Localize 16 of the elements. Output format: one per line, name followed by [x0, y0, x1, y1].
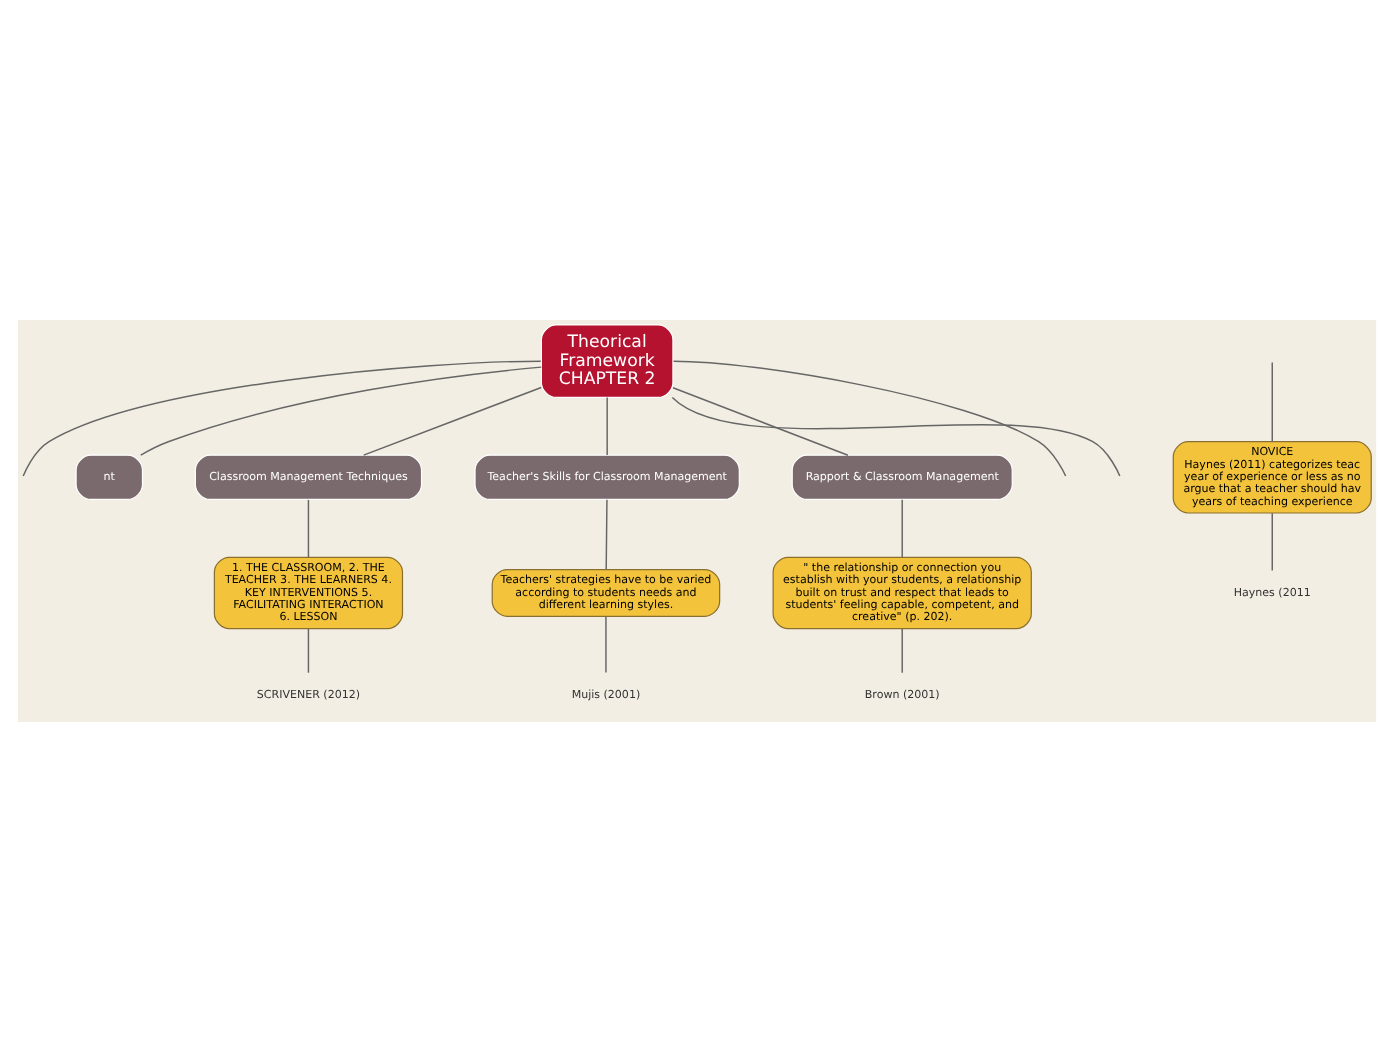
- connector: [605, 615, 607, 673]
- connector: [362, 385, 542, 455]
- connector: [606, 395, 608, 455]
- node-box: Theorical Framework CHAPTER 2: [540, 323, 674, 398]
- connector: [901, 627, 903, 673]
- connector: [901, 498, 903, 557]
- connector: [307, 498, 310, 557]
- connector: [1271, 511, 1273, 571]
- connector: [671, 395, 1121, 476]
- connector: [1271, 360, 1273, 442]
- connector: [672, 386, 849, 455]
- connector: [605, 498, 608, 570]
- connector: [672, 359, 1067, 476]
- connector: [307, 627, 310, 673]
- connector: [140, 365, 543, 455]
- connector: [22, 359, 542, 476]
